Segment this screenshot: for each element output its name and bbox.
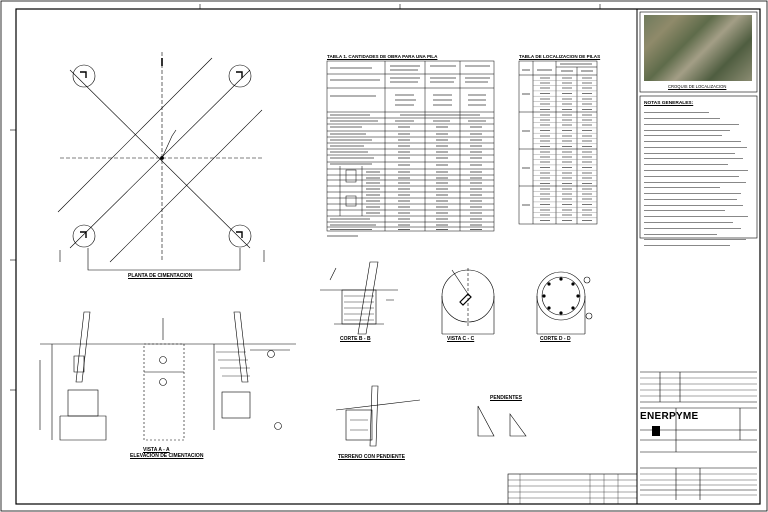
section-d-d <box>536 271 593 335</box>
location-map-image <box>644 15 752 81</box>
section-b-b <box>320 261 398 335</box>
slopes-diagram <box>477 405 527 437</box>
table-1-grid <box>326 60 495 232</box>
table-2-grid <box>518 60 598 225</box>
notes-title: NOTAS GENERALES: <box>644 101 694 106</box>
table-2-rows <box>533 80 597 218</box>
slopes-title: PENDIENTES <box>490 395 522 401</box>
elevation-views <box>39 311 296 441</box>
notes-body <box>644 109 752 248</box>
location-caption: CROQUIS DE LOCALIZACION <box>668 84 727 89</box>
terrain-slope <box>335 385 421 447</box>
plan-title: PLANTA DE CIMENTACION <box>128 273 193 279</box>
view-c-title: VISTA C - C <box>447 336 475 342</box>
table-1-values <box>327 65 490 237</box>
section-b-title: CORTE B - B <box>340 336 371 342</box>
view-c-c <box>441 268 495 335</box>
frame-ticks <box>10 4 601 391</box>
table-2-cells <box>540 77 592 221</box>
foundation-plan <box>57 52 265 271</box>
company-mark-icon <box>652 426 660 436</box>
elevation-title: ELEVACION DE CIMENTACION <box>130 453 204 459</box>
slope-ground-title: TERRENO CON PENDIENTE <box>338 454 405 460</box>
table-2-values <box>522 63 593 206</box>
company-logo: ENERPYME <box>640 411 699 422</box>
table-2-title: TABLA DE LOCALIZACION DE PILAS <box>519 54 601 59</box>
section-d-title: CORTE D - D <box>540 336 571 342</box>
view-a-title: VISTA A - A <box>143 447 170 453</box>
table-1-title: TABLA 1. CANTIDADES DE OBRA PARA UNA PIL… <box>327 54 438 59</box>
sidebar-frames <box>507 11 758 505</box>
